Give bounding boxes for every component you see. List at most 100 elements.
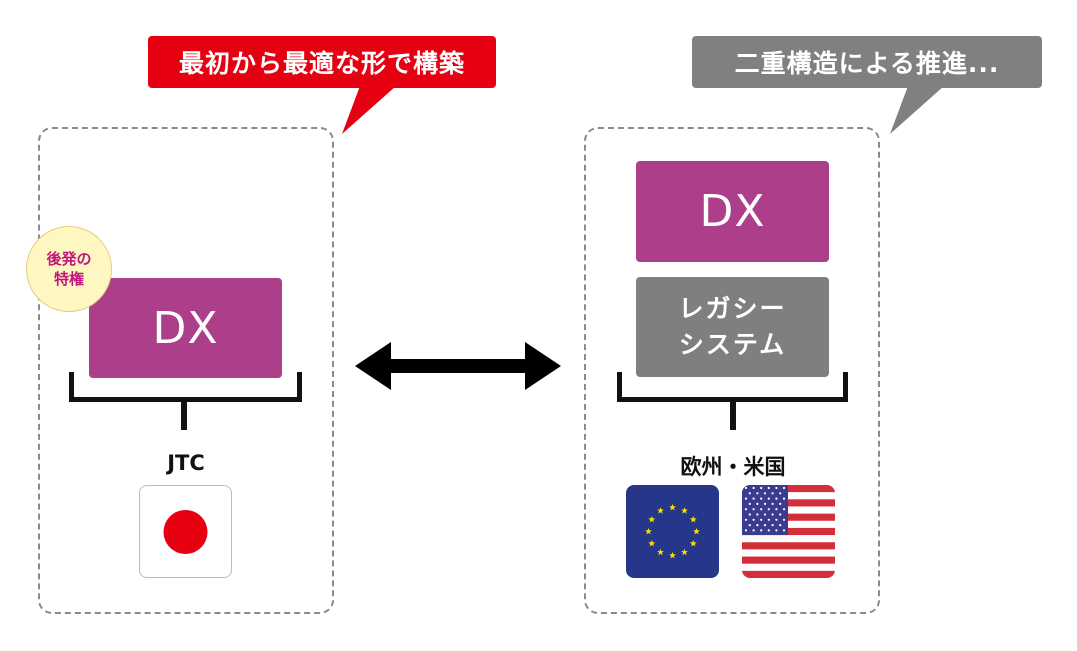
us-star xyxy=(767,497,770,500)
bracket-right-side-a xyxy=(617,372,622,402)
us-stripe xyxy=(742,542,835,550)
region-label-jtc: JTC xyxy=(167,451,205,475)
us-star xyxy=(756,524,759,527)
us-star xyxy=(756,502,759,505)
us-star xyxy=(771,492,774,495)
legacy-line2: システム xyxy=(678,330,787,359)
eu-star xyxy=(693,527,700,535)
eu-star xyxy=(689,515,697,523)
us-star xyxy=(744,497,748,500)
bracket-left-stem xyxy=(181,400,187,430)
us-star xyxy=(748,513,751,516)
bracket-right-bottom xyxy=(617,397,848,402)
eu-star xyxy=(657,507,664,514)
us-stripe xyxy=(742,506,835,514)
speech-bubble-left-text: 最初から最適な形で構築 xyxy=(178,49,465,78)
us-star xyxy=(763,513,767,516)
us-star xyxy=(779,524,782,527)
us-star xyxy=(752,518,755,521)
japan-flag-icon xyxy=(139,485,232,578)
us-stripe xyxy=(742,556,835,564)
dx-block-right: DX xyxy=(636,161,829,262)
us-stripe xyxy=(742,499,835,507)
legacy-system-block: レガシー システム xyxy=(636,277,829,377)
us-star xyxy=(763,502,767,505)
us-star xyxy=(779,492,782,495)
region-label-eu-us: 欧州・米国 xyxy=(680,455,786,479)
left-panel xyxy=(38,127,334,614)
us-star xyxy=(752,497,755,500)
bracket-right-stem xyxy=(730,400,736,430)
us-stripe xyxy=(742,485,835,493)
us-star xyxy=(760,497,763,500)
badge-line1: 後発の xyxy=(46,250,92,268)
speech-bubble-left: 最初から最適な形で構築 xyxy=(148,36,496,88)
eu-star xyxy=(681,507,688,514)
us-star xyxy=(744,486,748,490)
us-star xyxy=(756,492,759,495)
eu-star xyxy=(657,548,664,556)
double-arrow-icon xyxy=(355,342,561,390)
bracket-left-side-b xyxy=(297,372,302,402)
us-star xyxy=(767,529,770,532)
us-star xyxy=(760,518,763,521)
latecomer-privilege-badge: 後発の 特権 xyxy=(26,226,112,312)
us-stripe xyxy=(742,563,835,572)
us-star xyxy=(775,508,778,511)
us-star xyxy=(779,502,782,505)
us-star xyxy=(782,529,786,532)
us-star xyxy=(767,508,770,511)
us-stripe xyxy=(742,520,835,529)
bracket-left-bottom xyxy=(69,397,302,402)
us-star xyxy=(752,529,755,532)
dx-label-left: DX xyxy=(152,302,219,354)
bracket-left-side-a xyxy=(69,372,74,402)
us-star xyxy=(763,524,767,527)
us-stripe xyxy=(742,513,835,522)
dx-label-right: DX xyxy=(699,186,766,237)
us-star xyxy=(752,486,755,490)
us-star xyxy=(760,529,763,532)
us-star xyxy=(760,508,763,511)
eu-star xyxy=(669,503,676,511)
us-star xyxy=(748,492,751,495)
us-star xyxy=(744,518,748,521)
us-star xyxy=(748,524,751,527)
us-star xyxy=(779,513,782,516)
eu-star xyxy=(669,551,676,559)
us-star xyxy=(756,513,759,516)
speech-bubble-right-tail xyxy=(890,86,944,134)
us-star xyxy=(771,513,774,516)
speech-bubble-right-text: 二重構造による推進... xyxy=(734,49,1000,78)
us-star xyxy=(744,529,748,532)
us-star xyxy=(775,497,778,500)
us-star xyxy=(782,486,786,490)
us-stripe xyxy=(742,570,835,578)
us-star xyxy=(752,508,755,511)
dx-block-left: DX xyxy=(89,278,282,378)
us-star xyxy=(775,486,778,490)
us-star xyxy=(775,529,778,532)
us-star xyxy=(775,518,778,521)
eu-star xyxy=(645,527,652,535)
us-flag-icon xyxy=(742,485,835,578)
us-star xyxy=(782,518,786,521)
right-panel xyxy=(584,127,880,614)
eu-star xyxy=(648,539,656,547)
us-stripe xyxy=(742,492,835,500)
eu-star xyxy=(689,539,697,547)
eu-star xyxy=(648,515,656,523)
speech-bubble-right: 二重構造による推進... xyxy=(692,36,1042,88)
bracket-right-side-b xyxy=(843,372,848,402)
us-star xyxy=(744,508,748,511)
us-star xyxy=(748,502,751,505)
eu-star xyxy=(681,548,688,556)
us-stripe xyxy=(742,527,835,536)
us-star xyxy=(782,508,786,511)
badge-line2: 特権 xyxy=(53,270,84,288)
us-star xyxy=(767,518,770,521)
us-star xyxy=(767,486,770,490)
speech-bubble-left-tail xyxy=(342,86,396,134)
us-star xyxy=(771,524,774,527)
eu-flag-icon xyxy=(626,485,719,578)
